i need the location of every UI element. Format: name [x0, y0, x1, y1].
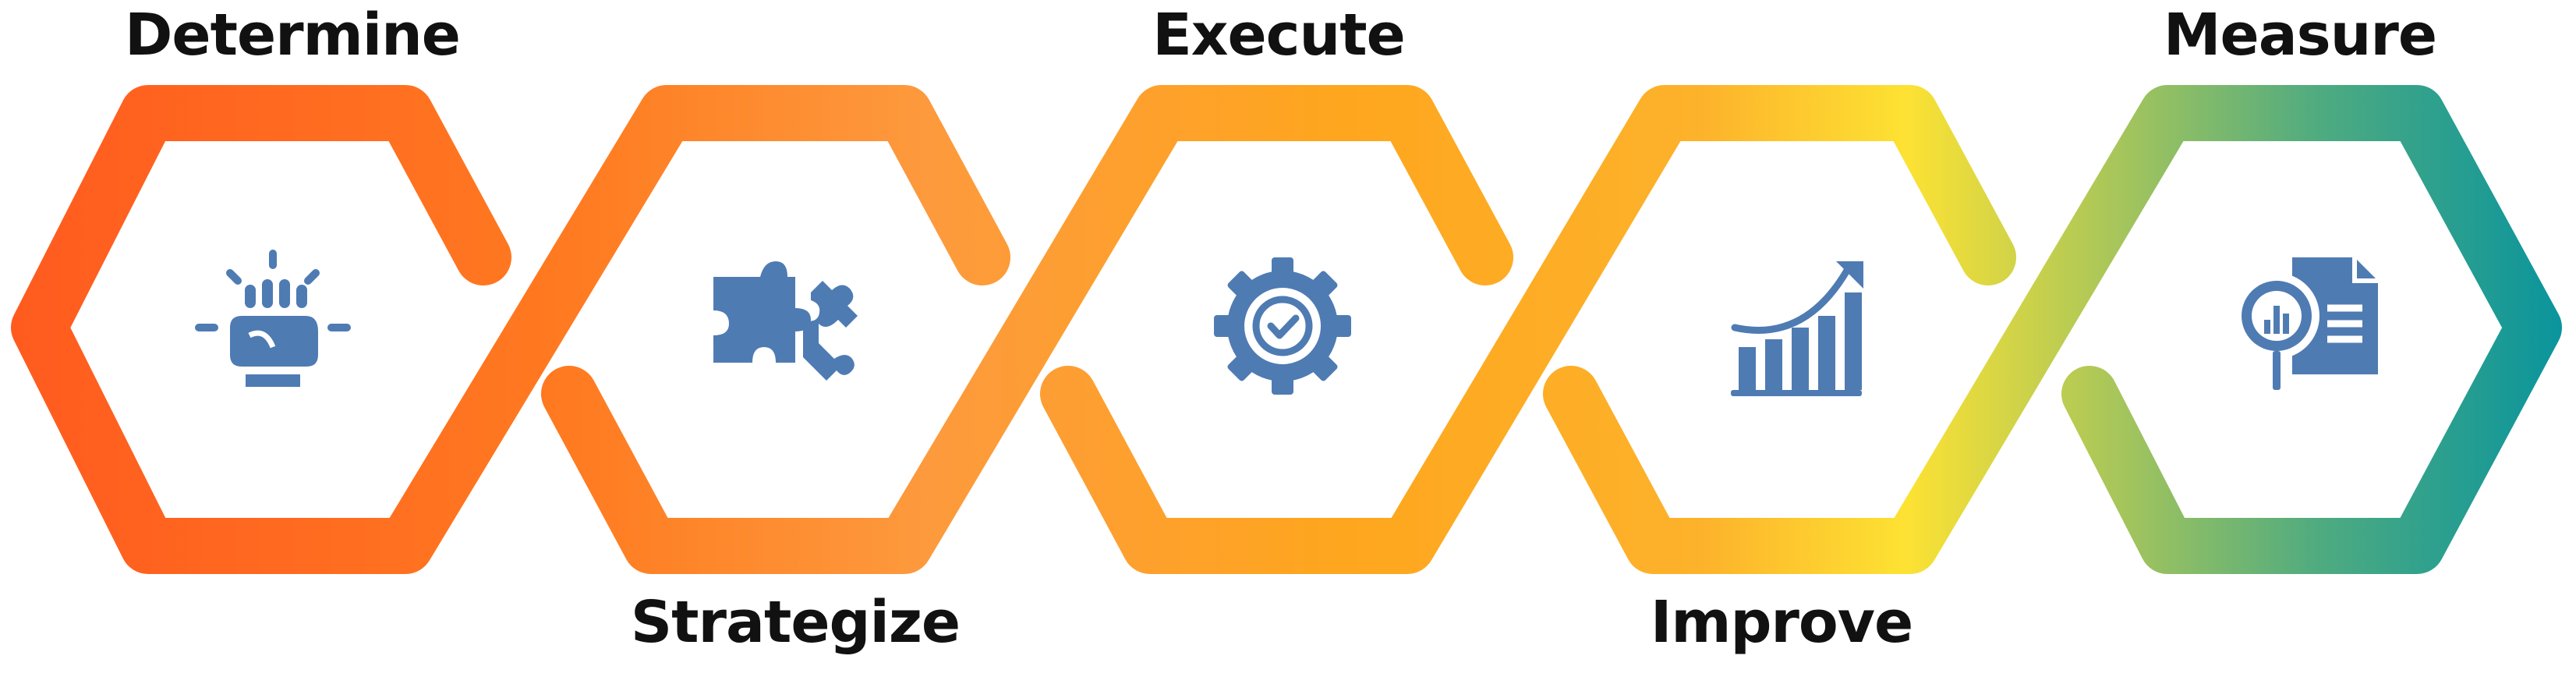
hexagon-improve	[1543, 85, 2562, 574]
step-label-improve: Improve	[1651, 589, 1913, 656]
raised-fist-icon	[195, 250, 351, 387]
hexagon-execute	[1040, 85, 2016, 574]
hexagon-determine	[11, 85, 1010, 574]
step-label-execute: Execute	[1152, 2, 1405, 69]
puzzle-pieces-icon	[713, 261, 858, 381]
report-magnifier-icon	[2234, 257, 2378, 390]
step-label-measure: Measure	[2164, 2, 2436, 69]
step-label-strategize: Strategize	[631, 589, 960, 656]
hexagon-ribbon	[11, 85, 2562, 574]
growth-bar-chart-icon	[1731, 261, 1863, 396]
hexagon-strategize	[541, 85, 1513, 574]
step-label-determine: Determine	[125, 2, 460, 69]
gear-check-icon	[1214, 257, 1351, 395]
